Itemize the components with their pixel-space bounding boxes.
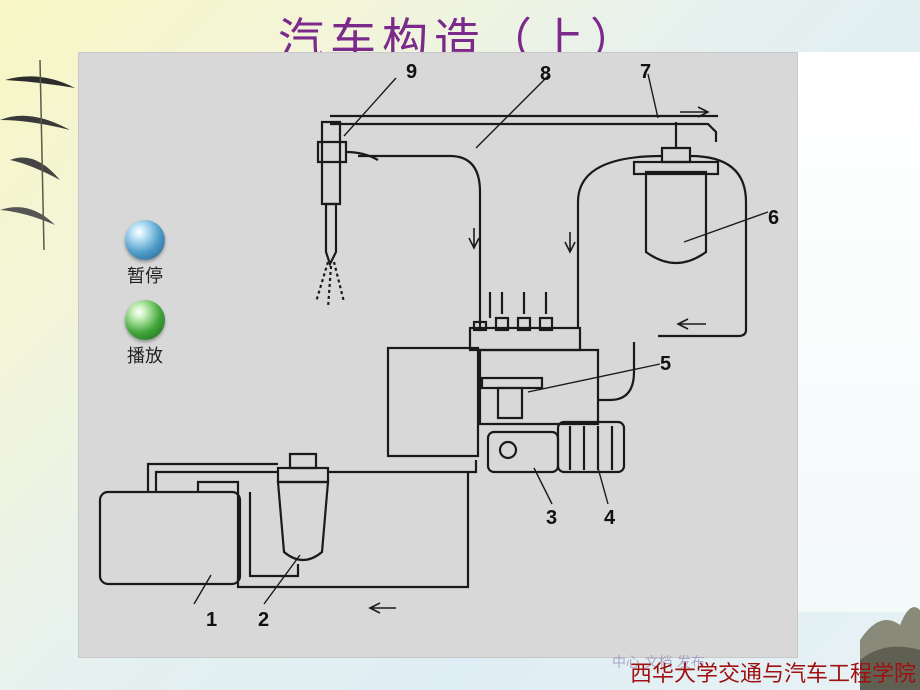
injector-body xyxy=(320,120,342,206)
callout-7: 7 xyxy=(640,61,651,83)
callout-1: 1 xyxy=(206,609,217,631)
play-button[interactable]: 播放 xyxy=(118,300,172,368)
secondary-filter xyxy=(644,170,708,264)
play-label: 播放 xyxy=(127,346,163,367)
green-orb-icon[interactable] xyxy=(125,300,165,340)
pause-button[interactable]: 暂停 xyxy=(118,220,172,288)
callout-2: 2 xyxy=(258,609,269,631)
fuel-tank xyxy=(98,490,242,586)
feed-pump xyxy=(486,430,560,474)
right-panel xyxy=(798,52,920,612)
blue-orb-icon[interactable] xyxy=(125,220,165,260)
fuel-system-drawing: 1 2 3 4 5 6 7 8 9 xyxy=(98,61,779,631)
landscape-decoration xyxy=(860,607,920,690)
callout-6: 6 xyxy=(768,207,779,229)
pump-top-plate xyxy=(468,326,582,352)
bamboo-leaves-decoration xyxy=(0,60,75,250)
callout-4: 4 xyxy=(604,507,616,529)
callout-8: 8 xyxy=(540,63,551,85)
fuel-system-diagram: 1 2 3 4 5 6 7 8 9 xyxy=(78,52,798,658)
watermark-text: 中心 文档 发布 xyxy=(612,655,705,671)
fuel-filter xyxy=(276,480,330,562)
institution-footer: 西华大学交通与汽车工程学院 xyxy=(629,662,916,687)
hand-primer xyxy=(556,420,626,474)
callout-3: 3 xyxy=(546,507,557,529)
callout-5: 5 xyxy=(660,353,671,375)
pause-label: 暂停 xyxy=(127,266,163,287)
callout-9: 9 xyxy=(406,61,417,83)
injection-pump-housing xyxy=(386,346,480,458)
